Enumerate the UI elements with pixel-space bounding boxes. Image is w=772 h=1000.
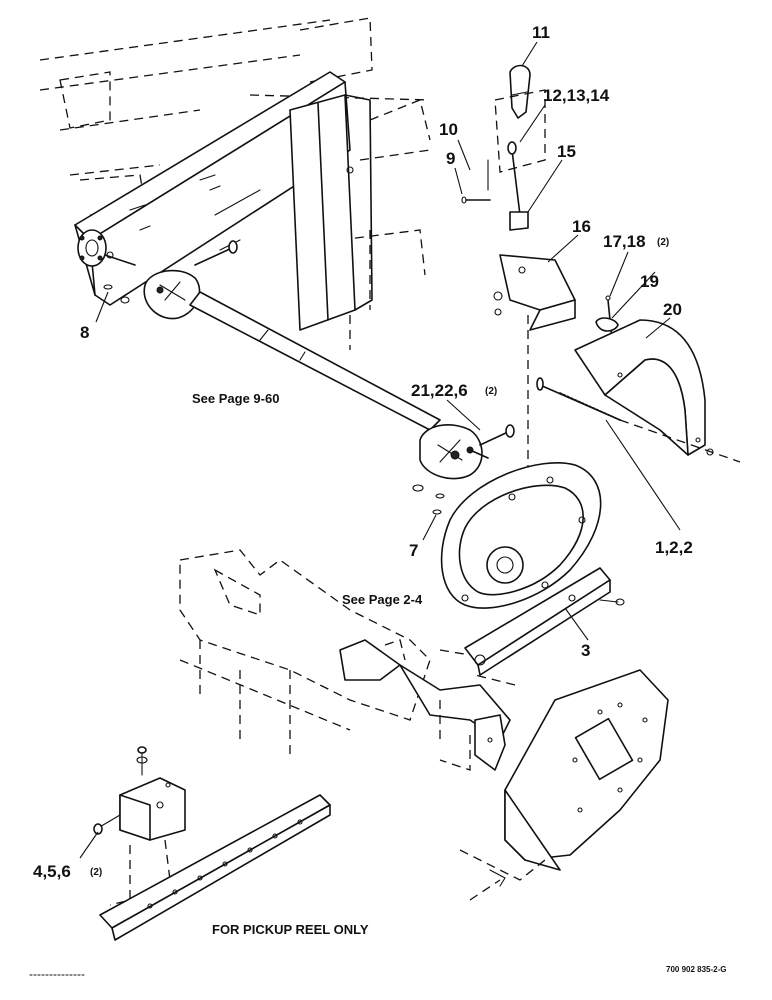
threaded-rod-1 — [536, 377, 741, 463]
callout-12-13-14-text: 12,13,14 — [543, 86, 610, 105]
callout-7: 7 — [409, 541, 418, 560]
callout-11: 11 — [532, 23, 550, 42]
lower-mount-bracket — [474, 714, 506, 771]
callout-21-22-6-qty: (2) — [485, 386, 497, 397]
perforated-reel-arm — [99, 794, 331, 941]
pickup-reel-note: FOR PICKUP REEL ONLY — [212, 922, 369, 937]
callout-1-2-2-text: 1,2,2 — [655, 538, 693, 557]
callout-20-text: 20 — [663, 300, 682, 319]
universal-joint-right — [419, 424, 489, 480]
callout-8-text: 8 — [80, 323, 89, 342]
callout-4-5-6: 4,5,6 (2) — [33, 862, 102, 881]
callout-15: 15 — [557, 142, 576, 161]
lever-handle-11 — [509, 64, 531, 119]
callout-19-text: 19 — [640, 272, 659, 291]
chain-case — [440, 461, 602, 609]
figure-id: 700 902 835-2-G — [666, 965, 727, 974]
see-page-2-4-note: See Page 2-4 — [342, 592, 423, 607]
callout-10: 10 — [439, 120, 458, 139]
pickup-reel-bracket — [93, 746, 186, 906]
main-beam — [74, 71, 351, 306]
callout-9: 9 — [446, 149, 455, 168]
callout-4-5-6-text: 4,5,6 — [33, 862, 71, 881]
washer-7 — [412, 484, 445, 515]
bolt-21 — [479, 424, 515, 446]
callout-9-text: 9 — [446, 149, 455, 168]
washer-8 — [103, 284, 130, 304]
callout-3: 3 — [581, 641, 590, 660]
callout-19: 19 — [640, 272, 659, 291]
clip-19 — [595, 317, 619, 332]
long-bolt-upper — [194, 240, 238, 266]
callout-20: 20 — [663, 300, 682, 319]
callout-8: 8 — [80, 323, 89, 342]
callout-17-18: 17,18 (2) — [603, 232, 669, 251]
callout-15-text: 15 — [557, 142, 576, 161]
callout-4-5-6-qty: (2) — [90, 867, 102, 878]
callout-12-13-14: 12,13,14 — [543, 86, 610, 105]
callout-3-text: 3 — [581, 641, 590, 660]
left-hub — [77, 229, 136, 267]
leader-lines — [79, 41, 681, 859]
shield-20 — [574, 319, 714, 456]
callout-10-text: 10 — [439, 120, 458, 139]
lever-rod-15 — [507, 141, 529, 231]
drive-shaft — [189, 291, 441, 431]
callout-21-22-6-text: 21,22,6 — [411, 381, 468, 400]
vertical-upright — [289, 94, 373, 331]
callout-7-text: 7 — [409, 541, 418, 560]
lower-right-plate — [459, 669, 669, 901]
see-page-9-60-note: See Page 9-60 — [192, 391, 279, 406]
callout-17-18-text: 17,18 — [603, 232, 646, 251]
lever-plate — [494, 89, 546, 173]
universal-joint-left — [143, 269, 201, 320]
callout-16: 16 — [572, 217, 591, 236]
callout-21-22-6: 21,22,6 (2) — [411, 381, 497, 400]
pin-9-10 — [461, 159, 491, 204]
callout-1-2-2: 1,2,2 — [655, 538, 693, 557]
callout-11-text: 11 — [532, 23, 550, 42]
callout-16-text: 16 — [572, 217, 591, 236]
bar-3 — [439, 567, 625, 686]
callout-17-18-qty: (2) — [657, 237, 669, 248]
